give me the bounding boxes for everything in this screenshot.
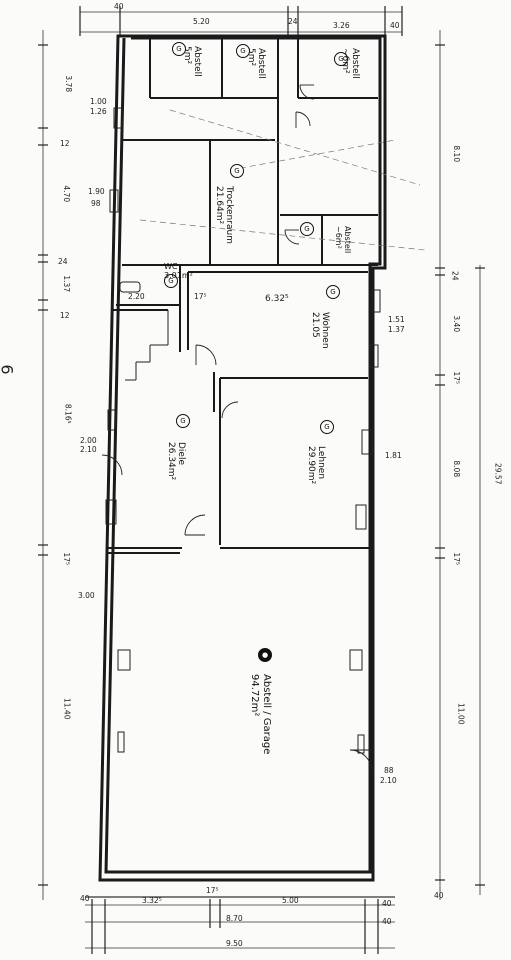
room-name: Diele <box>176 442 186 466</box>
room-area: 3.01m² <box>164 271 193 281</box>
dim-right-12: 2.10 <box>380 776 397 785</box>
room-marker-wc: G <box>164 274 178 288</box>
room-name: Lehnen <box>316 446 326 480</box>
room-label-abstell-3: Abstell ~6m² <box>339 48 360 79</box>
dim-top-3: 3.26 <box>333 21 350 30</box>
room-label-wc: WC 3.01m² <box>164 262 193 280</box>
room-area: 5m² <box>245 48 256 67</box>
dim-right-1: 24 <box>450 270 460 281</box>
sheet-number: 6 <box>0 364 17 374</box>
room-marker-abstell-1: G <box>172 42 186 56</box>
dim-bottom-7: 9.50 <box>226 939 243 948</box>
dimension-lines <box>42 11 481 949</box>
room-area: 21.05 <box>309 312 320 338</box>
room-name: Wohnen <box>320 312 330 349</box>
dim-right-13: 40 <box>434 891 444 900</box>
room-marker-abstell-2: G <box>236 44 250 58</box>
room-area: ~6m² <box>333 226 343 249</box>
dim-right-2: 3.40 <box>452 315 462 333</box>
room-marker-trockenraum: G <box>230 164 244 178</box>
dim-bottom-2: 17⁵ <box>206 886 219 895</box>
dim-left-1: 1.00 <box>90 97 107 106</box>
dim-top-1: 5.20 <box>193 17 210 26</box>
interior-walls <box>108 38 378 554</box>
dim-right-11: 88 <box>384 766 394 775</box>
dim-left-9: 12 <box>60 311 70 320</box>
sketch-strokes <box>139 109 426 251</box>
room-label-abstell-1: Abstell 5m² <box>181 46 202 77</box>
dim-top-4: 40 <box>390 21 400 30</box>
dim-left-5: 1.90 <box>88 187 105 196</box>
dim-left-2: 1.26 <box>90 107 107 116</box>
room-area: ~6m² <box>339 48 350 74</box>
dim-left-0: 3.78 <box>64 75 74 93</box>
dim-bottom-0: 40 <box>80 894 90 903</box>
dim-left-14: 2.10 <box>80 445 97 454</box>
dim-right-4: 1.37 <box>388 325 405 334</box>
room-name: Abstell <box>192 46 202 77</box>
room-name: Abstell <box>256 48 266 79</box>
room-marker-garage: ● <box>258 648 272 662</box>
room-area: 5m² <box>181 46 192 65</box>
dim-left-17: 11.40 <box>62 698 72 720</box>
dim-left-15: 17⁵ <box>62 552 72 566</box>
dim-left-3: 12 <box>60 139 70 148</box>
room-marker-abstell-3: G <box>334 52 348 66</box>
dim-bottom-6: 40 <box>382 917 392 926</box>
dim-right-9: 17⁵ <box>452 552 462 566</box>
dim-right-6: 8.08 <box>452 460 462 478</box>
dim-interior-0: 6.32⁵ <box>265 294 289 304</box>
room-label-trockenraum: Trockenraum 21.64m² <box>213 186 234 244</box>
dim-top-0: 40 <box>114 2 124 11</box>
room-area: 94.72m² <box>249 674 261 717</box>
dim-bottom-4: 40 <box>382 899 392 908</box>
dim-right-10: 11.00 <box>456 703 466 725</box>
dim-top-2: 24 <box>288 17 298 26</box>
outer-walls <box>98 34 387 882</box>
room-area: 21.64m² <box>213 186 224 225</box>
room-label-abstell-4: Abstell ~6m² <box>334 226 352 253</box>
room-label-garage: Abstell / Garage 94.72m² <box>249 674 273 755</box>
room-label-lehnen: Lehnen 29.90m² <box>305 446 326 484</box>
dim-right-5: 17⁵ <box>452 371 462 385</box>
dim-bottom-5: 8.70 <box>226 914 243 923</box>
dim-right-7: 1.81 <box>385 451 402 460</box>
dim-left-10: 2.20 <box>128 292 145 301</box>
dim-right-8: 29.57 <box>493 463 503 485</box>
room-marker-wohnen: G <box>326 285 340 299</box>
window-openings <box>105 107 381 754</box>
room-label-abstell-2: Abstell 5m² <box>245 48 266 79</box>
room-name: Abstell <box>343 226 352 254</box>
room-area: 29.90m² <box>305 446 316 485</box>
dimension-ticks <box>38 6 485 954</box>
room-marker-lehnen: G <box>320 420 334 434</box>
room-label-diele: Diele 26.34m² <box>165 442 186 480</box>
room-area: 26.34m² <box>165 442 176 481</box>
room-label-wohnen: Wohnen 21.05 <box>309 312 330 349</box>
door-swings <box>101 84 373 773</box>
dim-left-12: 8.16⁵ <box>63 403 73 424</box>
dim-right-0: 8.10 <box>452 145 462 163</box>
dim-left-8: 1.37 <box>62 275 72 293</box>
room-name: Abstell <box>350 48 360 79</box>
dim-bottom-3: 5.00 <box>282 896 299 905</box>
room-name: WC <box>164 262 178 271</box>
room-marker-abstell-4: G <box>300 222 314 236</box>
dim-bottom-1: 3.32⁵ <box>142 896 162 905</box>
dim-left-6: 98 <box>91 199 101 208</box>
dim-left-11: 17⁵ <box>194 292 207 301</box>
room-marker-diele: G <box>176 414 190 428</box>
dim-left-13: 2.00 <box>80 436 97 445</box>
room-name: Trockenraum <box>224 186 234 244</box>
dim-left-4: 4.70 <box>62 185 72 203</box>
dim-right-3: 1.51 <box>388 315 405 324</box>
dim-left-7: 24 <box>58 257 68 266</box>
stairs <box>125 310 169 381</box>
dim-left-16: 3.00 <box>78 591 95 600</box>
room-name: Abstell / Garage <box>261 674 272 755</box>
